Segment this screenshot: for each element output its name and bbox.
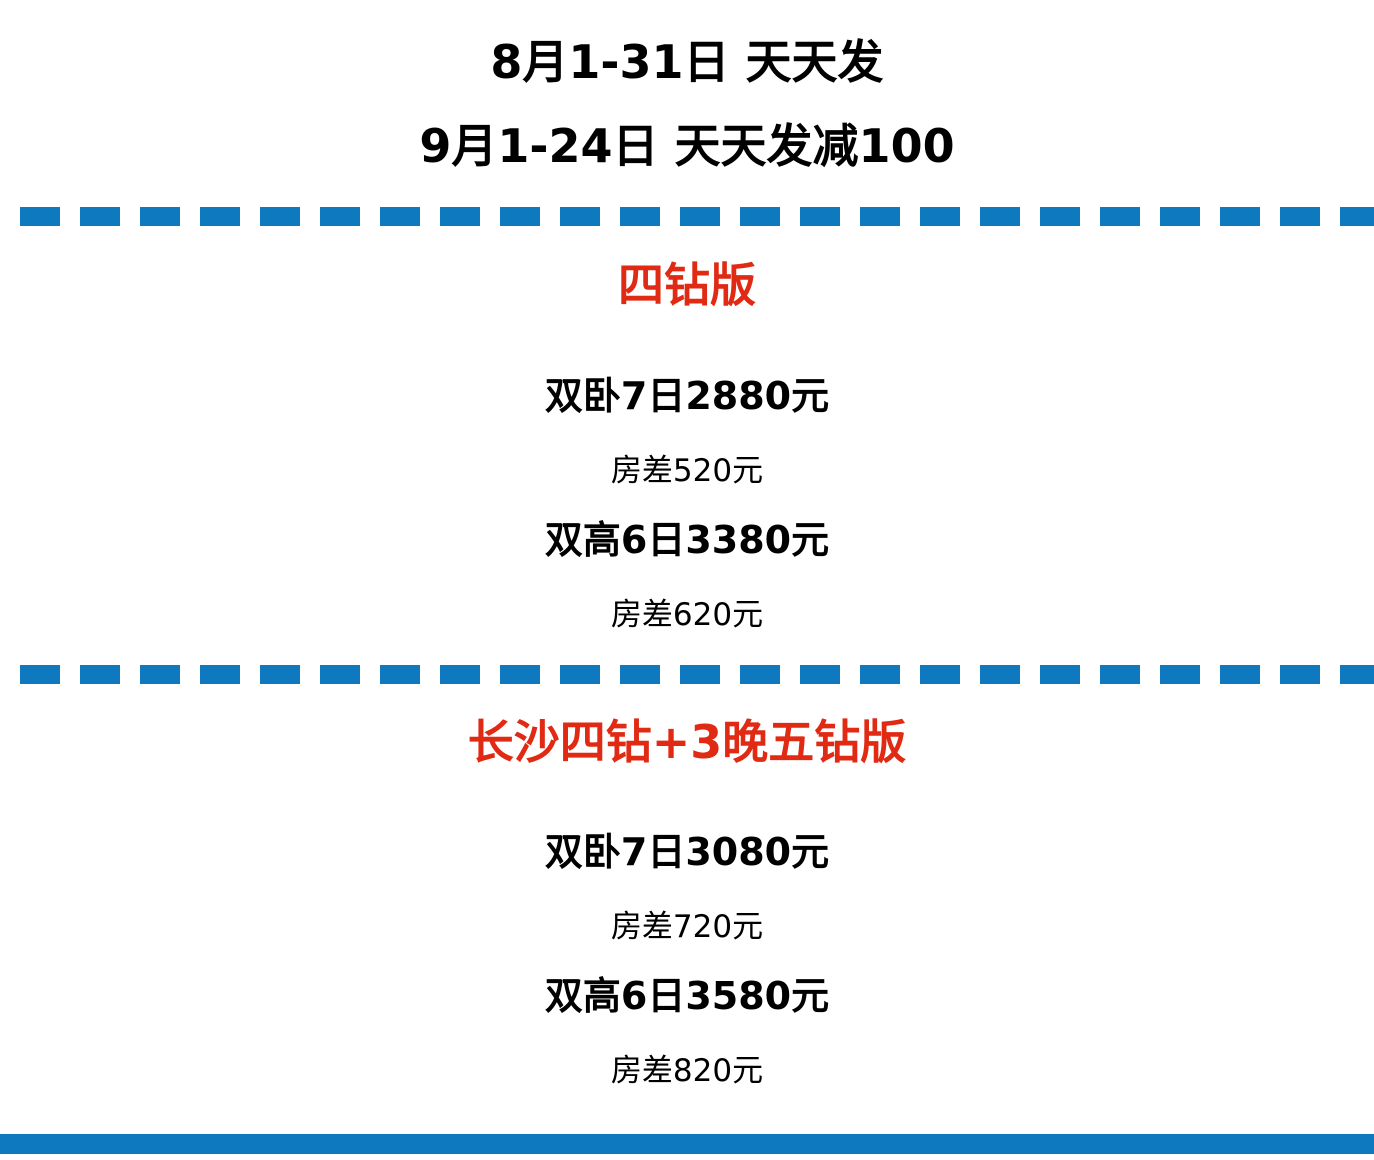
price-line: 双卧7日2880元 (544, 374, 830, 418)
bottom-divider-bar (0, 1134, 1374, 1154)
price-line: 双高6日3380元 (544, 518, 830, 562)
room-diff-line: 房差820元 (610, 1053, 764, 1089)
room-diff-line: 房差520元 (610, 453, 764, 489)
section-title: 四钻版 (618, 258, 756, 312)
dashed-divider (20, 207, 1374, 226)
room-diff-line: 房差620元 (610, 597, 764, 633)
price-line: 双卧7日3080元 (544, 830, 830, 874)
section-title: 长沙四钻+3晚五钻版 (467, 715, 907, 769)
dashed-divider (20, 665, 1374, 684)
price-line: 双高6日3580元 (544, 974, 830, 1018)
date-line-august: 8月1-31日 天天发 (490, 35, 884, 89)
room-diff-line: 房差720元 (610, 909, 764, 945)
date-line-september: 9月1-24日 天天发减100 (419, 119, 955, 173)
